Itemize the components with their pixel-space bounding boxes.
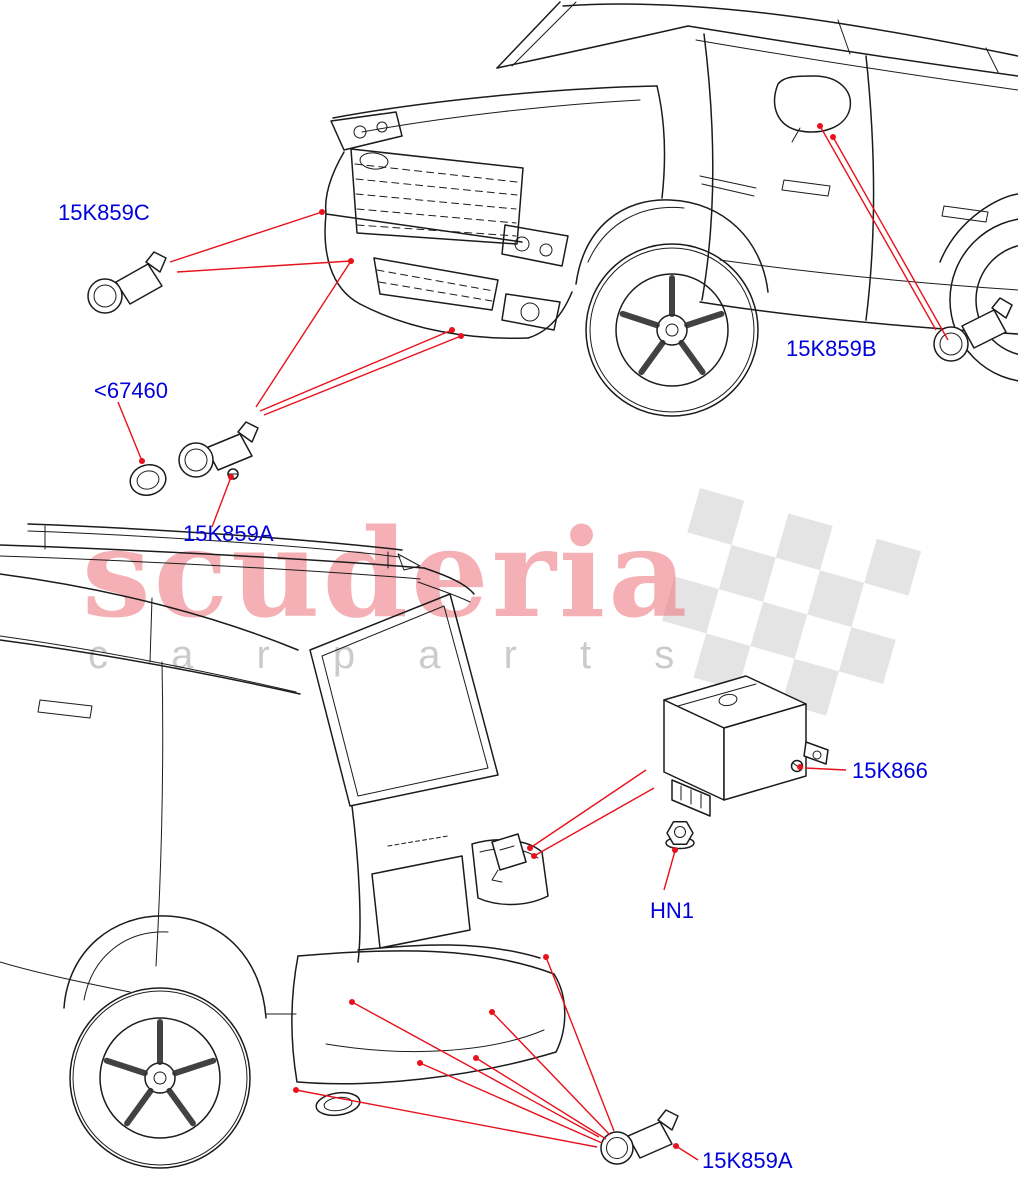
part-label-15k859a-front[interactable]: 15K859A (183, 521, 274, 546)
module-illustration (663, 675, 829, 817)
watermark: scuderia c a r p a r t s (82, 488, 922, 716)
rear-car-illustration (0, 523, 566, 1169)
sensor-15k859b-illustration (933, 297, 1013, 362)
watermark-checkered-flag (661, 488, 922, 716)
watermark-tagline-text: c a r p a r t s (88, 633, 700, 677)
part-label-15k859c[interactable]: 15K859C (58, 200, 150, 225)
bracket-illustration (491, 833, 527, 883)
sensor-15k859a-front-illustration (178, 421, 259, 480)
watermark-brand-text: scuderia (82, 501, 690, 645)
part-label-15k866[interactable]: 15K866 (852, 758, 928, 783)
nut-illustration (665, 820, 695, 850)
sensor-15k859a-rear-illustration (600, 1109, 679, 1165)
part-label-15k859b[interactable]: 15K859B (786, 336, 877, 361)
sensor-15k859c-illustration (87, 251, 167, 314)
front-car-illustration (324, 1, 1018, 417)
part-label-67460[interactable]: <67460 (94, 378, 168, 403)
part-label-hn1[interactable]: HN1 (650, 898, 694, 923)
part-label-15k859a-rear[interactable]: 15K859A (702, 1148, 793, 1173)
leader-lines (117, 123, 949, 1161)
grommet-illustration (129, 464, 167, 496)
